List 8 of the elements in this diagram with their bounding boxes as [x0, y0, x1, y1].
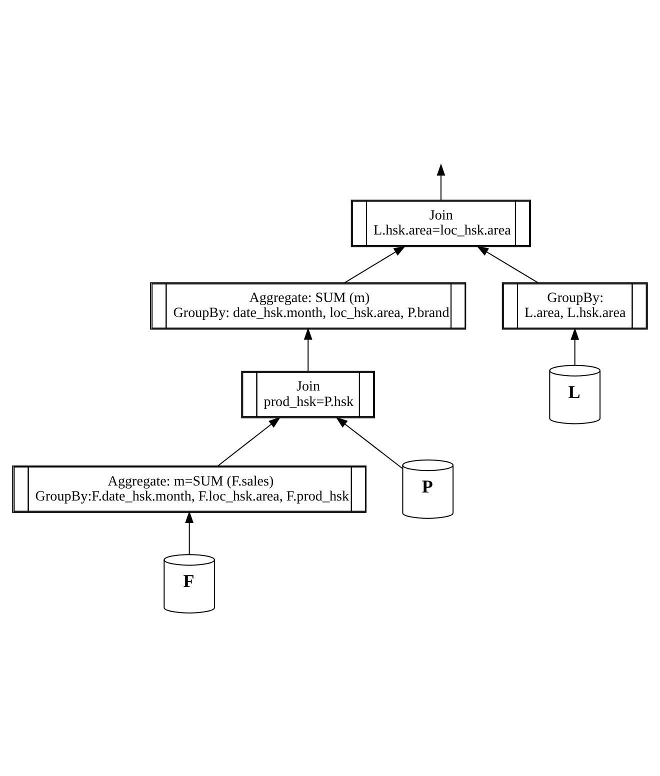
arrow — [304, 327, 312, 371]
arrow — [217, 416, 281, 466]
arrow — [436, 163, 446, 200]
arrow — [336, 416, 403, 468]
arrow — [476, 245, 538, 283]
arrow — [344, 245, 406, 283]
arrow — [185, 510, 194, 554]
arrow — [570, 327, 580, 365]
